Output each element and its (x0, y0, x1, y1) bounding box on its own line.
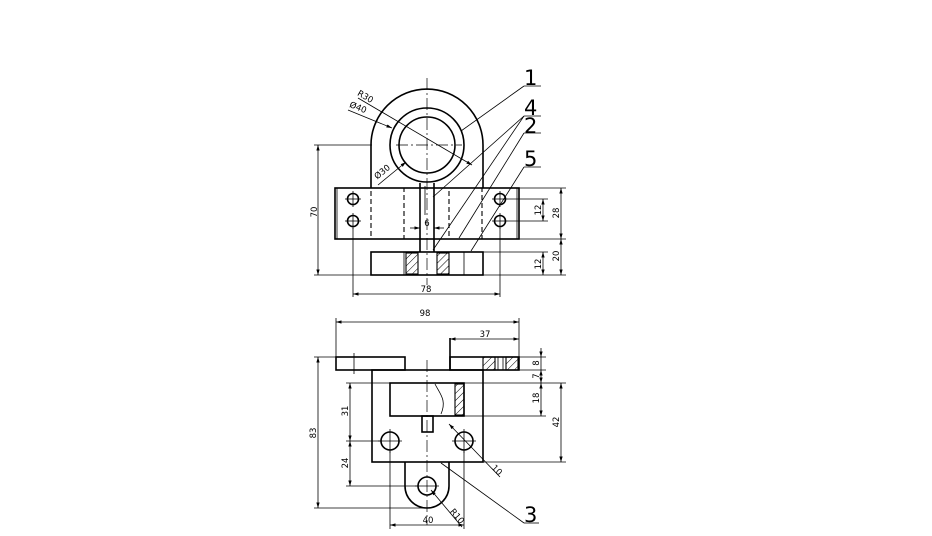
dim-40: 40 (423, 516, 434, 526)
hidden-slot-left (370, 187, 405, 240)
dim-d10: 10 (489, 463, 504, 478)
dim-r10: R10 (447, 507, 465, 526)
dim-42: 42 (552, 417, 562, 428)
dim-12-lower: 12 (534, 259, 544, 270)
callout-4: 4 (524, 96, 537, 120)
dim-8: 8 (532, 360, 542, 365)
dim-12-upper: 12 (534, 205, 544, 216)
dim-28: 28 (552, 208, 562, 219)
front-view: 70 78 6 12 28 12 20 R30 Ø40 Ø30 (310, 66, 566, 297)
base (370, 251, 484, 276)
dim-24: 24 (341, 458, 351, 469)
dim-70: 70 (310, 207, 320, 218)
dim-31: 31 (341, 406, 351, 417)
flange-strip-left (335, 356, 406, 371)
callout-5: 5 (524, 147, 537, 171)
dim-83: 83 (309, 428, 319, 439)
callout-2: 2 (524, 114, 537, 138)
dim-d30: Ø30 (372, 162, 392, 182)
dim-18: 18 (532, 393, 542, 404)
hatch-left (405, 252, 419, 275)
hatch-right (436, 252, 450, 275)
hidden-slot-right (448, 187, 483, 240)
callout-3: 3 (524, 503, 537, 527)
top-view: 98 37 8 7 18 42 31 24 83 40 (309, 309, 566, 529)
dim-37: 37 (480, 330, 491, 340)
flange (334, 187, 520, 240)
dim-78: 78 (421, 285, 432, 295)
dim-7: 7 (532, 373, 542, 378)
dim-98: 98 (420, 309, 431, 319)
dim-6: 6 (424, 219, 429, 229)
dim-20: 20 (552, 251, 562, 262)
callout-1: 1 (524, 66, 537, 90)
